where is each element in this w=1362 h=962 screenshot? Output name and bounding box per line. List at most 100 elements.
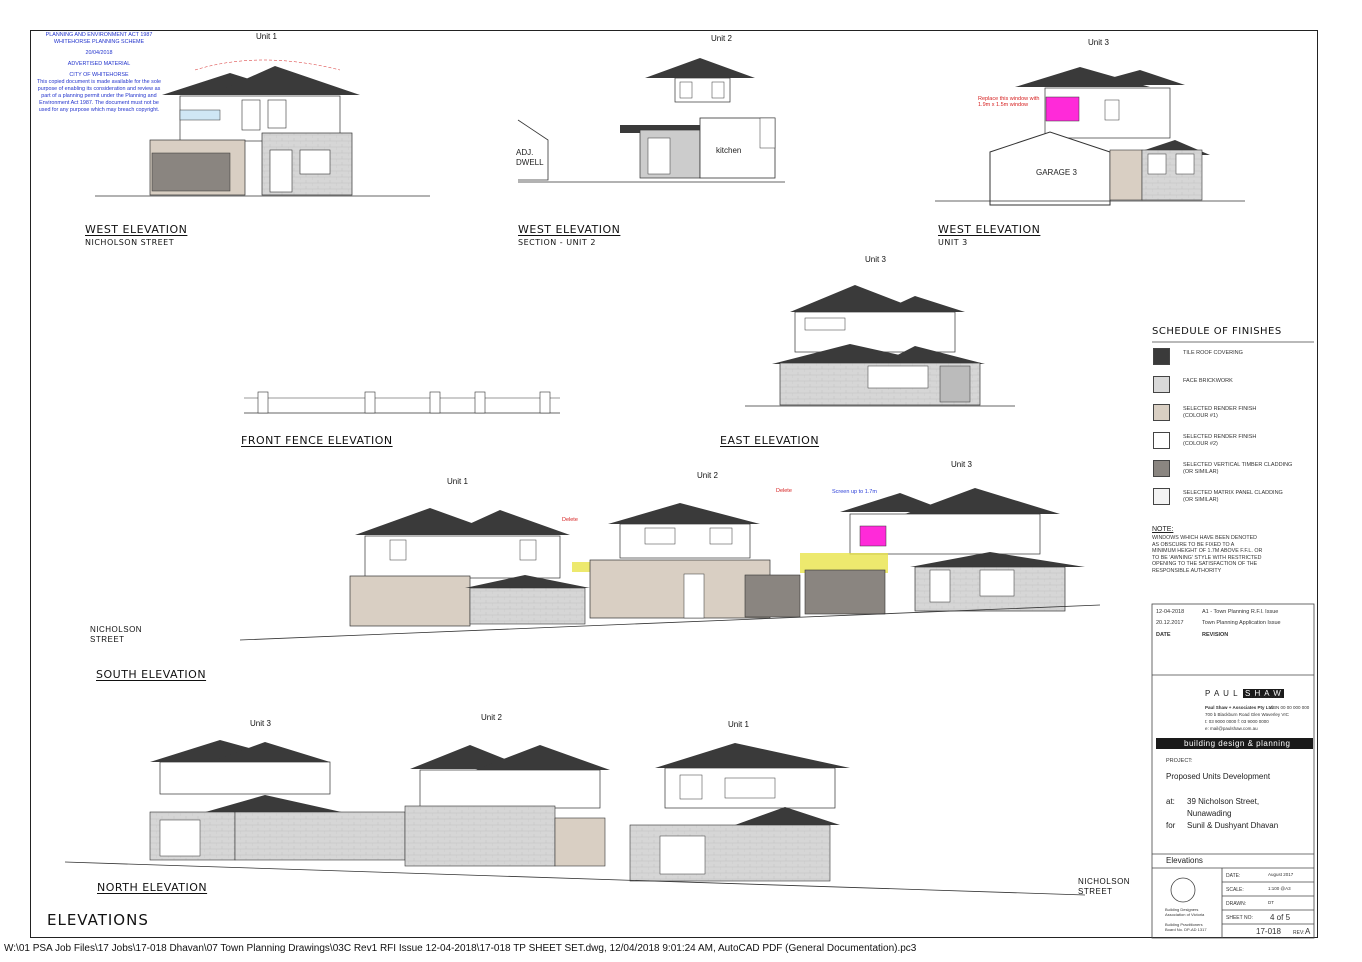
finish-swatch: [1153, 488, 1170, 505]
drawing-name: Elevations: [1166, 856, 1203, 865]
unit-label: Unit 3: [250, 719, 271, 728]
registration-1: Building Designers Association of Victor…: [1165, 907, 1205, 917]
project-for-label: for: [1166, 821, 1176, 830]
schedule-item: FACE BRICKWORK: [1150, 376, 1310, 398]
finish-label: TILE ROOF COVERING: [1183, 350, 1243, 356]
elevation-title: WEST ELEVATION: [85, 223, 188, 236]
firm-assoc: + ASSOCIATES: [1250, 694, 1283, 699]
project-client: Sunil & Dushyant Dhavan: [1187, 821, 1279, 830]
east-elevation: [745, 285, 1015, 407]
unit-label: Unit 1: [447, 477, 468, 486]
firm-tagline: building design & planning: [1184, 739, 1291, 748]
elevation-title: NORTH ELEVATION: [97, 881, 208, 894]
sheet-title: ELEVATIONS: [47, 911, 149, 929]
room-label-kitchen: kitchen: [716, 146, 742, 155]
file-path: W:\01 PSA Job Files\17 Jobs\17-018 Dhava…: [4, 943, 917, 954]
rev-header-revision: REVISION: [1202, 632, 1229, 638]
finish-label: SELECTED MATRIX PANEL CLADDING (OR SIMIL…: [1183, 490, 1283, 503]
firm-abn: ABN 00 00 000 000: [1270, 705, 1310, 710]
revision-date: 12-04-2018: [1156, 609, 1185, 615]
registration-2: Building Practitioners Board No. DP-AD 1…: [1165, 922, 1207, 932]
rev-value: A: [1305, 927, 1311, 936]
firm-name: Paul Shaw + Associates Pty Ltd: [1205, 705, 1273, 710]
finish-label: FACE BRICKWORK: [1183, 378, 1233, 384]
project-at-label: at:: [1166, 797, 1175, 806]
revision-date: 20.12.2017: [1156, 620, 1184, 626]
finish-swatch: [1153, 432, 1170, 449]
replace-window-note: Replace this window with 1.9m x 1.5m win…: [978, 96, 1040, 108]
sheet-value: 4 of 5: [1270, 913, 1291, 922]
unit-label: Unit 2: [481, 713, 502, 722]
north-elevation: [64, 740, 1086, 896]
west-elevation-unit3: [935, 67, 1245, 206]
elevation-title: EAST ELEVATION: [720, 434, 820, 447]
elevation-title: WEST ELEVATION: [938, 223, 1041, 236]
drawing-sheet-border: [30, 30, 1318, 938]
unit-label: Unit 1: [728, 720, 749, 729]
street-label: NICHOLSON STREET: [90, 625, 143, 644]
firm-phone: t: 03 9000 0000 f: 03 9000 0000: [1205, 719, 1269, 724]
schedule-item: SELECTED RENDER FINISH (COLOUR #1): [1150, 404, 1310, 426]
schedule-of-finishes: SCHEDULE OF FINISHES TILE ROOF COVERING F…: [1150, 326, 1310, 574]
finish-label: SELECTED VERTICAL TIMBER CLADDING (OR SI…: [1183, 462, 1293, 475]
note-text: WINDOWS WHICH HAVE BEEN DENOTED AS OBSCU…: [1152, 535, 1263, 574]
project-label: PROJECT:: [1166, 758, 1193, 764]
firm-address: 700 b Blackburn Road Glen Waverley VIC: [1205, 712, 1289, 717]
revision-description: Town Planning Application Issue: [1202, 620, 1281, 626]
unit-label: Unit 1: [256, 32, 277, 41]
elevation-title: SOUTH ELEVATION: [96, 668, 207, 681]
unit-label: Unit 3: [865, 255, 886, 264]
schedule-item: SELECTED RENDER FINISH (COLOUR #2): [1150, 432, 1310, 454]
title-block-lines: [1151, 603, 1315, 939]
elevation-subtitle: NICHOLSON STREET: [85, 238, 175, 247]
note-title: NOTE:: [1152, 526, 1174, 533]
stamp-line4: CITY OF WHITEHORSE: [69, 72, 129, 78]
project-name: Proposed Units Development: [1166, 772, 1271, 781]
delete-note: Delete: [776, 488, 792, 494]
west-elevation-unit1: [95, 59, 430, 197]
finish-label: SELECTED RENDER FINISH (COLOUR #2): [1183, 434, 1257, 447]
screen-note: Screen up to 1.7m: [832, 489, 877, 495]
delete-note: Delete: [562, 517, 578, 523]
south-elevation: [239, 488, 1101, 641]
west-elevation-section-unit2: [517, 58, 785, 183]
rev-label: REV:: [1293, 930, 1305, 936]
schedule-item: SELECTED VERTICAL TIMBER CLADDING (OR SI…: [1150, 460, 1310, 482]
date-value: August 2017: [1268, 872, 1294, 877]
unit-label: Unit 2: [711, 34, 732, 43]
finish-swatch: [1153, 376, 1170, 393]
elevation-title: WEST ELEVATION: [518, 223, 621, 236]
elevation-subtitle: UNIT 3: [938, 238, 968, 247]
firm-email: e: mail@paulshaw.com.au: [1205, 726, 1258, 731]
rev-header-date: DATE: [1156, 632, 1171, 638]
front-fence-elevation: [244, 391, 560, 414]
finish-label: SELECTED RENDER FINISH (COLOUR #1): [1183, 406, 1257, 419]
unit-label: Unit 3: [951, 460, 972, 469]
unit-label: Unit 2: [697, 471, 718, 480]
project-address1: 39 Nicholson Street,: [1187, 797, 1260, 806]
stamp-line3: ADVERTISED MATERIAL: [67, 61, 131, 67]
sheet-label: SHEET NO:: [1226, 915, 1253, 921]
firm-logo-right: S H A W: [1243, 689, 1284, 698]
finish-swatch: [1153, 348, 1170, 365]
drawn-label: DRAWN:: [1226, 901, 1247, 907]
room-label-garage: GARAGE 3: [1036, 168, 1077, 177]
drawn-value: DT: [1268, 900, 1274, 905]
unit-label: Unit 3: [1088, 38, 1109, 47]
schedule-title: SCHEDULE OF FINISHES: [1152, 326, 1282, 337]
scale-value: 1:100 @A3: [1268, 886, 1291, 891]
finish-swatch: [1153, 460, 1170, 477]
schedule-item: SELECTED MATRIX PANEL CLADDING (OR SIMIL…: [1150, 488, 1310, 510]
project-address2: Nunawading: [1187, 809, 1232, 818]
date-label: DATE:: [1226, 873, 1241, 879]
schedule-item: TILE ROOF COVERING: [1150, 348, 1310, 370]
revision-description: A1 - Town Planning R.F.I. Issue: [1202, 609, 1279, 615]
stamp-line5: This copied document is made available f…: [36, 79, 162, 113]
firm-logo: P A U L S H A W: [1205, 683, 1284, 701]
firm-tagline-bar: building design & planning: [1156, 738, 1313, 749]
finish-swatch: [1153, 404, 1170, 421]
planning-stamp: PLANNING AND ENVIRONMENT ACT 1987 WHITEH…: [34, 32, 164, 118]
stamp-line2: WHITEHORSE PLANNING SCHEME: [53, 39, 145, 45]
firm-logo-left: P A U L: [1205, 689, 1239, 698]
